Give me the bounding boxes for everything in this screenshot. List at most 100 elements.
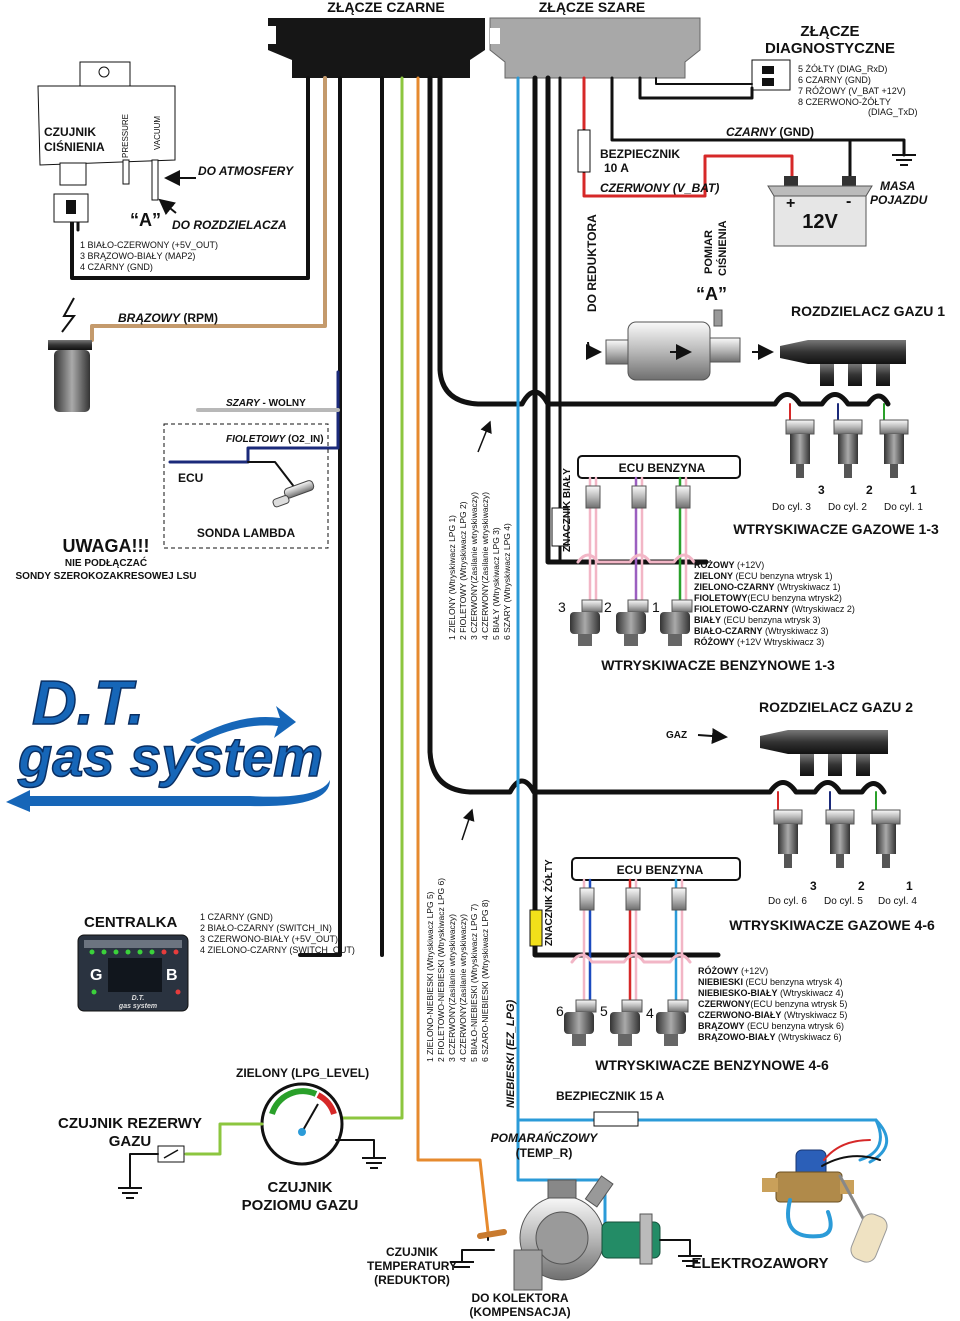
pressure-port-label: PRESSURE bbox=[121, 114, 130, 158]
leg13-c6: BIAŁO-CZARNY bbox=[694, 626, 763, 636]
diag-pin-8b: (DIAG_TxD) bbox=[868, 107, 918, 117]
central-g: G bbox=[90, 967, 102, 984]
grey-connector: ZŁĄCZE SZARE bbox=[489, 0, 701, 79]
valves-label: ELEKTROZAWORY bbox=[692, 1255, 829, 1272]
manifold2-title: ROZDZIELACZ GAZU 2 bbox=[759, 699, 913, 715]
gas-cyl-num-3: 3 bbox=[818, 483, 825, 497]
leg46-c0: RÓŻOWY bbox=[698, 965, 739, 976]
pressure-a-mark: “A” bbox=[130, 210, 161, 230]
logo-line2: gas system bbox=[17, 725, 323, 788]
leg13-c7: RÓŻOWY bbox=[694, 636, 735, 647]
leg13-d0: (+12V) bbox=[735, 560, 765, 570]
lpg46-line-3: 3 CZERWONY(Zasilanie wtryskiwaczy) bbox=[447, 914, 457, 1062]
fuse10-title: BEZPIECZNIK bbox=[600, 147, 680, 161]
gas46-cyl-label-5: Do cyl. 5 bbox=[824, 896, 863, 907]
gas-cyl-label-1: Do cyl. 1 bbox=[884, 502, 923, 513]
pressure-pin-1: 1 BIAŁO-CZERWONY (+5V_OUT) bbox=[80, 240, 218, 250]
svg-text:CZERWONY (V_BAT): CZERWONY (V_BAT) bbox=[600, 181, 719, 195]
battery-plus: + bbox=[786, 195, 795, 212]
lambda-sensor-box: FIOLETOWY (O2_IN) ECU SONDA LAMBDA bbox=[163, 423, 329, 549]
gas46-cyl-label-4: Do cyl. 4 bbox=[878, 896, 917, 907]
diag-pin-7: 7 RÓŻOWY (V_BAT +12V) bbox=[798, 86, 906, 96]
leg46-d5: (ECU benzyna wtrysk 6) bbox=[745, 1021, 845, 1031]
petrol-num-6: 6 bbox=[556, 1003, 564, 1019]
level-title-2: POZIOMU GAZU bbox=[242, 1197, 359, 1214]
petrol-4-6-legend: RÓŻOWY (+12V) NIEBIESKI (ECU benzyna wtr… bbox=[698, 965, 847, 1042]
petrol-4-6-title: WTRYSKIWACZE BENZYNOWE 4-6 bbox=[595, 1057, 829, 1073]
black-connector-label: ZŁĄCZE CZARNE bbox=[327, 0, 444, 15]
solenoid-valve-icon bbox=[762, 1118, 888, 1263]
fuse-15a: BEZPIECZNIK 15 A bbox=[556, 1089, 665, 1127]
leg46-c3: CZERWONY bbox=[698, 999, 750, 1009]
svg-text:BRĄZOWY (ECU benzyna wtrysk 6): BRĄZOWY (ECU benzyna wtrysk 6) bbox=[698, 1021, 844, 1031]
gas46-cyl-num-1: 1 bbox=[906, 879, 913, 893]
petrol-num-2: 2 bbox=[604, 599, 612, 615]
reducer-a-mark: “A” bbox=[696, 284, 727, 304]
svg-text:CZERWONO-BIAŁY (Wtryskiwacz 5): CZERWONO-BIAŁY (Wtryskiwacz 5) bbox=[698, 1010, 847, 1020]
to-manifold-label: DO ROZDZIELACZA bbox=[172, 218, 287, 232]
svg-text:NIEBIESKI (EZ_LPG): NIEBIESKI (EZ_LPG) bbox=[505, 999, 517, 1108]
gas-injector-icon bbox=[871, 809, 901, 868]
svg-text:RÓŻOWY (+12V): RÓŻOWY (+12V) bbox=[694, 559, 764, 570]
level-title-1: CZUJNIK bbox=[267, 1179, 332, 1196]
pressure-sensor-title-1: CZUJNIK bbox=[44, 125, 96, 139]
lpg-reducer-icon bbox=[450, 1175, 702, 1291]
svg-text:NIEBIESKI (ECU benzyna wtrysk: NIEBIESKI (ECU benzyna wtrysk 4) bbox=[698, 977, 843, 987]
battery-minus: - bbox=[846, 193, 851, 210]
central-pin-3: 3 CZERWONO-BIAŁY (+5V_OUT) bbox=[200, 934, 338, 944]
leg13-c3: FIOLETOWY bbox=[694, 593, 747, 603]
lambda-ecu: ECU bbox=[178, 471, 203, 485]
gas-manifold-2: ROZDZIELACZ GAZU 2 GAZ bbox=[666, 699, 913, 776]
petrol-ecu-1-3-label: ECU BENZYNA bbox=[619, 461, 706, 475]
gas-injectors-1-3: 3 2 1 Do cyl. 3 Do cyl. 2 Do cyl. 1 WTRY… bbox=[733, 403, 939, 537]
masa-1: MASA bbox=[880, 179, 915, 193]
warning-line1: NIE PODŁĄCZAĆ bbox=[65, 556, 147, 569]
grey-connector-label: ZŁĄCZE SZARE bbox=[539, 0, 646, 15]
central-pin-2: 2 BIAŁO-CZARNY (SWITCH_IN) bbox=[200, 923, 332, 933]
gas-inj-4-6-title: WTRYSKIWACZE GAZOWE 4-6 bbox=[729, 917, 935, 933]
gas-injector-icon bbox=[825, 809, 855, 868]
reserve-title-2: GAZU bbox=[109, 1133, 152, 1150]
leg46-c6: BRĄZOWO-BIAŁY bbox=[698, 1032, 776, 1042]
gas-cyl-label-2: Do cyl. 2 bbox=[828, 502, 867, 513]
petrol-num-1: 1 bbox=[652, 599, 660, 615]
warning-block: UWAGA!!! NIE PODŁĄCZAĆ SONDY SZEROKOZAKR… bbox=[16, 536, 197, 582]
diagnostic-connector: ZŁĄCZE DIAGNOSTYCZNE 5 ŻÓŁTY (DIAG_RxD) … bbox=[751, 23, 918, 117]
gas-inj-1-3-title: WTRYSKIWACZE GAZOWE 1-3 bbox=[733, 521, 939, 537]
svg-text:BRĄZOWO-BIAŁY (Wtryskiwacz 6): BRĄZOWO-BIAŁY (Wtryskiwacz 6) bbox=[698, 1032, 842, 1042]
to-reducer-label: DO REDUKTORA bbox=[585, 214, 599, 312]
leg46-d2: (Wtryskiwacz 4) bbox=[778, 988, 844, 998]
leg13-d2: (Wtryskiwacz 1) bbox=[775, 582, 841, 592]
leg46-d6: (Wtryskiwacz 6) bbox=[776, 1032, 842, 1042]
lambda-title: SONDA LAMBDA bbox=[197, 526, 296, 540]
petrol-injector-icon bbox=[570, 599, 603, 646]
grey-free-rest: - WOLNY bbox=[260, 398, 306, 409]
central-switch: CENTRALKA G B D.T. gas system 1 CZARNY (… bbox=[77, 912, 355, 1012]
gas-injector-icon bbox=[785, 419, 815, 478]
masa-2: POJAZDU bbox=[870, 193, 928, 207]
diag-title-2: DIAGNOSTYCZNE bbox=[765, 40, 895, 57]
black-connector: ZŁĄCZE CZARNE bbox=[268, 0, 485, 78]
gnd-signal: (GND) bbox=[776, 125, 814, 139]
leg13-d4: (Wtryskiwacz 2) bbox=[789, 604, 855, 614]
rpm-signal: (RPM) bbox=[180, 311, 218, 325]
temp-color: POMARAŃCZOWY bbox=[491, 1130, 599, 1145]
svg-text:FIOLETOWY(ECU benzyna wtrysk2): FIOLETOWY(ECU benzyna wtrysk2) bbox=[694, 593, 842, 603]
reserve-sensor: CZUJNIK REZERWY GAZU bbox=[58, 1115, 264, 1199]
leg13-c1: ZIELONY bbox=[694, 571, 733, 581]
gnd-color: CZARNY bbox=[726, 125, 777, 139]
diag-pin-5: 5 ŻÓŁTY (DIAG_RxD) bbox=[798, 64, 887, 74]
central-b: B bbox=[166, 967, 178, 984]
pomiar-2: CIŚNIENIA bbox=[716, 220, 729, 276]
svg-text:BRĄZOWY (RPM): BRĄZOWY (RPM) bbox=[118, 311, 218, 325]
central-title: CENTRALKA bbox=[84, 914, 177, 931]
svg-text:FIOLETOWO-CZARNY (Wtryskiwacz: FIOLETOWO-CZARNY (Wtryskiwacz 2) bbox=[694, 604, 855, 614]
leg13-d5: (ECU benzyna wtrysk 3) bbox=[721, 615, 821, 625]
svg-text:BIAŁO-CZARNY (Wtryskiwacz 3): BIAŁO-CZARNY (Wtryskiwacz 3) bbox=[694, 626, 829, 636]
petrol-injector-icon bbox=[660, 599, 693, 646]
fuse-10a: BEZPIECZNIK 10 A bbox=[577, 129, 680, 175]
lpg46-line-1: 1 ZIELONO-NIEBIESKI (Wtryskiwacz LPG 5) bbox=[425, 891, 435, 1062]
petrol-injector-icon bbox=[564, 999, 597, 1046]
gas-level-gauge: ZIELONY (LPG_LEVEL) CZUJNIK POZIOMU GAZU bbox=[236, 1066, 386, 1214]
